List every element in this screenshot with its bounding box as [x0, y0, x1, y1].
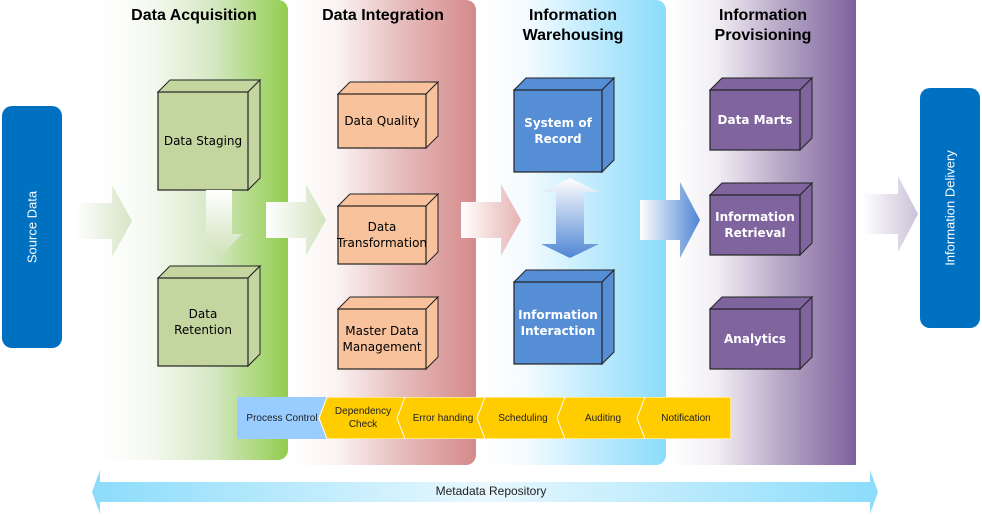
flow-arrow-acquisition-to-integration — [266, 184, 326, 256]
box-label: Data Marts — [717, 113, 793, 127]
box-front-face — [709, 194, 801, 256]
process-step-dependency-check: Dependency Check — [334, 406, 392, 430]
box-top-face — [336, 81, 440, 95]
process-step-notification: Notification — [661, 412, 711, 424]
box-shape — [708, 76, 814, 152]
box-front-face — [709, 308, 801, 370]
component-box: Information Interaction — [512, 268, 616, 366]
box-shape — [156, 264, 262, 368]
box-top-face — [156, 79, 262, 93]
box-front-face — [157, 91, 249, 191]
box-label: Data Retention — [174, 307, 232, 337]
box-front-face — [513, 281, 603, 365]
box-shape — [336, 80, 440, 150]
box-side-face — [799, 181, 813, 257]
box-label: Master Data Management — [342, 324, 422, 354]
box-label: Information Retrieval — [715, 210, 795, 240]
box-label: Data Quality — [344, 114, 420, 128]
process-step-shape — [237, 397, 327, 439]
box-top-face — [336, 296, 440, 310]
box-top-face — [512, 77, 616, 91]
box-label: Information Interaction — [518, 308, 598, 338]
box-front-face — [337, 205, 427, 265]
box-shape — [512, 76, 616, 174]
box-label: System of Record — [524, 116, 592, 146]
column-data-acquisition: Data Acquisition — [100, 0, 288, 460]
component-box: Data Staging — [156, 78, 262, 192]
process-step-shape — [396, 397, 494, 439]
box-side-face — [799, 295, 813, 371]
box-side-face — [799, 76, 813, 152]
box-front-face — [337, 308, 427, 370]
box-shape — [336, 192, 440, 266]
component-box: System of Record — [512, 76, 616, 174]
source-data-label: Source Data — [24, 190, 40, 264]
process-bar-shapes — [237, 397, 731, 439]
box-side-face — [425, 192, 439, 266]
box-side-face — [425, 80, 439, 150]
box-side-face — [247, 78, 261, 192]
source-data-block: Source Data — [2, 106, 62, 348]
flow-arrow-provisioning-to-delivery — [862, 176, 918, 252]
box-shape — [512, 268, 616, 366]
box-shape — [336, 295, 440, 371]
flow-arrow-warehousing-to-provisioning — [640, 182, 700, 258]
process-step-shape — [476, 397, 574, 439]
box-label: Data Staging — [163, 134, 243, 148]
flow-arrow-integration-to-warehousing — [461, 184, 521, 256]
box-shape — [708, 295, 814, 371]
process-step-scheduling: Scheduling — [498, 412, 548, 424]
component-box: Data Marts — [708, 76, 814, 152]
process-step-shape — [556, 397, 654, 439]
arrow-down-staging-to-retention — [196, 190, 242, 258]
box-side-face — [425, 295, 439, 371]
box-front-face — [709, 89, 801, 151]
component-box: Data Retention — [156, 264, 262, 368]
double-arrow-record-interaction — [541, 178, 599, 258]
component-box: Master Data Management — [336, 295, 440, 371]
box-front-face — [513, 89, 603, 173]
box-label: Analytics — [724, 332, 786, 346]
information-delivery-block: Information Delivery — [920, 88, 980, 328]
information-delivery-label: Information Delivery — [942, 150, 958, 266]
component-box: Information Retrieval — [708, 181, 814, 257]
box-top-face — [156, 265, 262, 279]
box-shape — [708, 181, 814, 257]
component-box: Data Transformation — [336, 192, 440, 266]
metadata-repository-arrow — [92, 470, 878, 519]
process-step-shape — [636, 397, 731, 439]
box-side-face — [247, 264, 261, 368]
box-top-face — [512, 269, 616, 283]
box-top-face — [708, 296, 814, 310]
box-label: Data Transformation — [336, 220, 428, 250]
component-box: Analytics — [708, 295, 814, 371]
column-title: Data Acquisition — [131, 7, 257, 24]
column-title: Information Warehousing — [522, 7, 624, 44]
flow-arrow-source-to-acquisition — [76, 185, 132, 257]
metadata-repository-label: Metadata Repository — [435, 484, 547, 498]
column-title: Information Provisioning — [714, 7, 812, 44]
process-step-error-handling: Error handing — [412, 412, 474, 424]
process-step-process-control: Process Control — [246, 412, 318, 424]
box-top-face — [336, 193, 440, 207]
process-step-shape — [318, 397, 414, 439]
box-shape — [156, 78, 262, 192]
component-box: Data Quality — [336, 80, 440, 150]
box-front-face — [337, 93, 427, 149]
box-top-face — [708, 77, 814, 91]
box-side-face — [601, 268, 615, 366]
box-front-face — [157, 277, 249, 367]
process-control-bar: Process Control Dependency Check Error h… — [237, 397, 731, 439]
column-title: Data Integration — [322, 7, 444, 24]
process-step-auditing: Auditing — [584, 412, 622, 424]
box-top-face — [708, 182, 814, 196]
box-side-face — [601, 76, 615, 174]
